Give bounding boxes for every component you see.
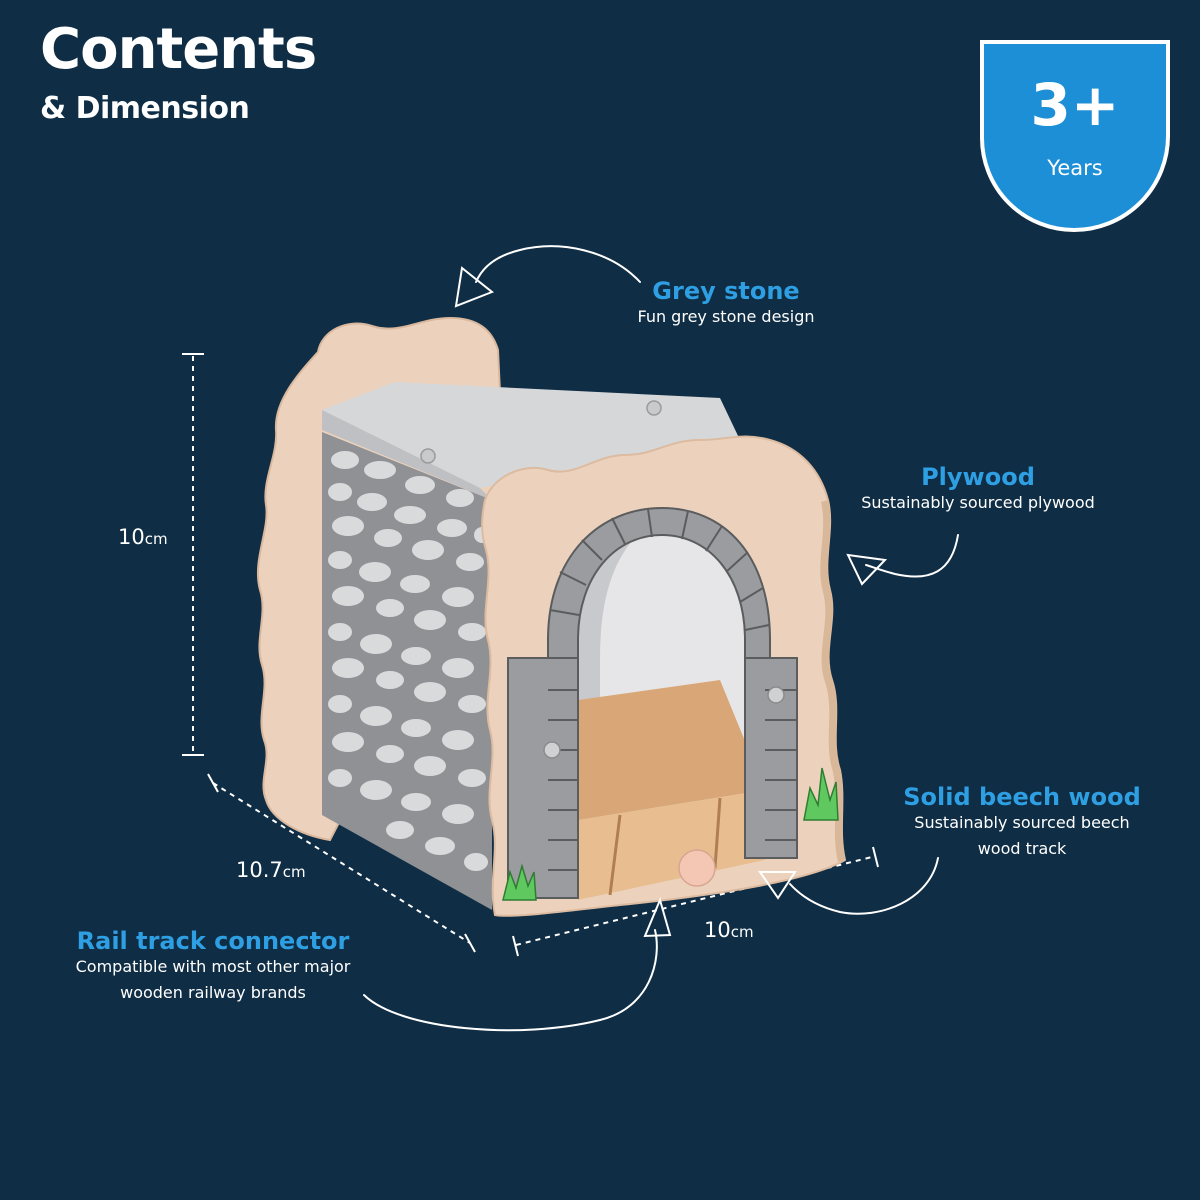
beech-wood-arrow xyxy=(758,857,939,915)
front-panel-edge xyxy=(820,500,845,862)
wooden-track-floor xyxy=(578,680,765,820)
arch-stone-lines xyxy=(549,508,770,631)
rail-connector-desc-line2: wooden railway brands xyxy=(120,982,306,1002)
grey-stone-title: Grey stone xyxy=(652,277,800,305)
page-title: Contents xyxy=(40,17,317,82)
plywood-callout: Plywood Sustainably sourced plywood xyxy=(828,464,1128,516)
depth-dimension-line xyxy=(207,773,476,953)
roof-top-shade xyxy=(322,410,492,500)
grass-left xyxy=(502,863,537,901)
rail-connector-title: Rail track connector xyxy=(76,927,350,955)
beech-wood-callout: Solid beech wood Sustainably sourced bee… xyxy=(882,784,1162,862)
left-pillar xyxy=(507,657,579,899)
screw-right-pillar xyxy=(767,686,785,704)
width-dimension-line xyxy=(512,846,879,957)
width-value: 10 xyxy=(704,918,731,942)
plywood-title: Plywood xyxy=(921,463,1035,491)
plywood-desc: Sustainably sourced plywood xyxy=(861,493,1095,513)
connector-peg-knob xyxy=(678,849,716,887)
grass-right xyxy=(803,767,839,821)
height-dimension-line xyxy=(182,353,204,756)
width-unit: cm xyxy=(730,923,754,941)
screw-left-pillar xyxy=(543,741,561,759)
width-dimension-label: 10cm xyxy=(704,920,754,941)
height-value: 10 xyxy=(118,525,145,549)
plywood-arrow xyxy=(846,534,959,586)
track-grooves xyxy=(608,797,722,896)
rail-connector-desc-line1: Compatible with most other major xyxy=(75,957,351,977)
grey-stone-callout: Grey stone Fun grey stone design xyxy=(606,278,846,330)
age-badge-shape xyxy=(980,40,1170,232)
screw-roof-right xyxy=(646,400,662,416)
height-unit: cm xyxy=(144,530,168,548)
depth-unit: cm xyxy=(282,863,306,881)
depth-dimension-label: 10.7cm xyxy=(236,860,306,881)
age-badge xyxy=(980,40,1170,232)
page-subtitle: & Dimension xyxy=(40,91,250,126)
age-badge-unit: Years xyxy=(1047,156,1103,180)
rail-connector-callout: Rail track connector Compatible with mos… xyxy=(38,928,388,1006)
age-badge-value: 3+ xyxy=(1030,71,1120,139)
screw-roof-left xyxy=(420,448,436,464)
beech-wood-title: Solid beech wood xyxy=(903,783,1141,811)
height-dimension-label: 10cm xyxy=(118,527,168,548)
grey-stone-arrow xyxy=(454,245,641,308)
connector-arrow xyxy=(363,896,672,1032)
beech-wood-desc-line2: wood track xyxy=(977,838,1067,858)
depth-value: 10.7 xyxy=(236,858,283,882)
grey-stone-desc: Fun grey stone design xyxy=(637,307,815,327)
stone-arch xyxy=(547,506,771,666)
beech-wood-desc-line1: Sustainably sourced beech xyxy=(914,813,1130,833)
stone-pattern xyxy=(328,451,490,871)
